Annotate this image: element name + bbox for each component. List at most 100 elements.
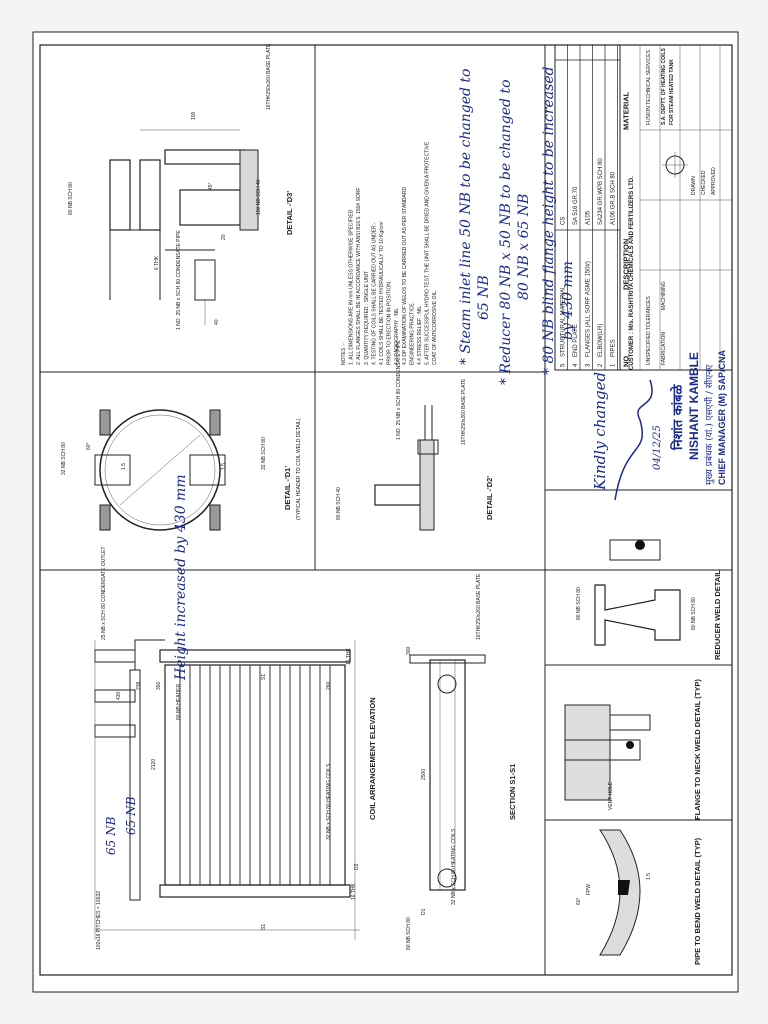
material-header-mat: MATERIAL [622,91,631,130]
d3-dim-100: 100 [191,111,197,120]
flange-vent-hole: VENT HOLE [608,781,614,810]
section-base-plate: 16THK250x260 BASE PLATE [476,573,482,640]
material-header-desc: DESCRIPTION [622,239,631,290]
d3-condensate-pipe: 1 NO. 25 NB x SCH 80 CONDENSATE PIPE [176,230,182,330]
title-client-2: FOR STEAM HEATED TANK [669,59,675,125]
elevation-title: COIL ARRANGEMENT ELEVATION [368,697,377,820]
pipe-bend-title: PIPE TO BEND WELD DETAIL (TYP) [693,837,702,965]
elev-s1-bottom: S1 [261,924,267,930]
note-line: 4.2 RADIOGRAPHY : NIL [394,308,400,365]
signature-mark [614,379,653,501]
material-row-mat: SA 516 GR.70 [573,186,579,225]
elev-16thk-bottom: 16 THK [351,882,357,900]
material-row-no: 2 [598,363,604,367]
material-row-desc: FLANGES (ALL SORF ASME 150#) [586,261,592,357]
section-header-label: 80 NB SCH 80 [406,917,412,950]
d3-dim-40: 40 [214,319,220,325]
detail-d2: 80 NB SCH 40 16THK250x260 BASE PLATE 1 N… [336,340,494,531]
title-company: FUSION TECHNICAL SERVICES [646,49,652,125]
note-line: 2. ALL FLANGES SHALL BE IN ACCORDANCE WI… [356,188,362,365]
hw-65nb-b: 65 NB [124,796,138,835]
bend-dim-15: 1.5 [646,873,652,880]
title-approved: APPROVED [711,167,717,195]
hw-note-1b: 65 NB [476,275,492,320]
title-checked: CHECKED [701,170,707,195]
material-row-no: 4 [573,363,579,367]
elev-dim-350: 350 [156,681,162,690]
hw-note-1: * Steam inlet line 50 NB to be changed t… [458,69,474,365]
d3-title: DETAIL -'D3' [285,191,294,235]
stamp-title-hindi: मुख्य प्रबंधक (यां.) एसएपी / सीएनए [703,364,715,485]
d1-dim-15a: 1.5 [121,463,127,470]
elev-dim-pitches: 102x16 PITCHES = 16632 [96,891,102,950]
note-line: ENGINEERING PRACTICE. [409,302,415,365]
material-row-desc: PIPES [611,339,617,357]
title-unspecified: UNSPECIFIED TOLERANCES [646,296,652,365]
elev-dim-238: 238 [136,681,142,690]
pipe-bend-detail: 60° FPW 1.5 PIPE TO BEND WELD DETAIL (TY… [576,829,702,965]
reducer-50nb: 80 NB SCH 80 [576,587,582,620]
d2-condensate: 1 NO. 25 NB x SCH 80 CONDENSATE PIPE [396,340,402,440]
reducer-title: REDUCER WELD DETAIL [713,570,722,660]
d1-angle-60: 60° [86,442,92,450]
hw-note-2: * Reducer 80 NB x 50 NB to be changed to [498,79,514,385]
notes-block: NOTES :-1. ALL DIMENSIONS ARE IN mm UNLE… [341,141,438,365]
officer-stamp: निशांत कांबळे NISHANT KAMBLE मुख्य प्रबं… [670,350,727,485]
hw-kindly: Kindly changed [591,372,609,491]
hw-note-3: * 80 NB blind flange height to be increa… [541,66,557,375]
material-header-no: NO [622,356,631,367]
d2-80nb: 80 NB SCH 40 [336,487,342,520]
elev-dim-260: 260 [326,681,332,690]
hw-date: 04/12/25 [652,425,663,470]
d3-80nb-label: 80 NB SCH 80 [68,182,74,215]
material-row-no: 1 [611,363,617,367]
material-row-desc: ELBOW(LR) [598,324,604,357]
flange-neck-detail: VENT HOLE FLANGE TO NECK WELD DETAIL (TY… [564,679,702,820]
reducer-80nb: 80 NB SCH 80 [691,597,697,630]
section-dim-300: 300 [406,646,412,655]
detail-d1: 32 NB SCH 80 32 NB SCH 80 1.5 1.5 60° DE… [61,409,302,531]
note-line: 4.4 STRESS RELIEF : NIL [417,306,423,365]
elev-dim-430: 430 [116,691,122,700]
title-drawn: DRAWN [691,176,697,195]
hw-height-note: Height increased by 430 mm [173,474,189,681]
heating-coil-tubes [179,665,331,885]
d3-150nb-label: 150 NB SCH 40 [256,179,262,215]
d1-32nb-right: 32 NB SCH 80 [261,437,267,470]
material-row-no: 3 [586,363,592,367]
section-d1-mark: D1 [421,908,427,915]
flange-neck-title: FLANGE TO NECK WELD DETAIL (TYP) [693,679,702,820]
note-line: 5. AFTER SUCCESSFUL HYDRO TEST, THE UNIT… [425,141,431,365]
title-client-1: S.A. DEPTT. OF HEATING COILS [661,47,667,125]
elev-16thk-top: 16 THK [346,647,352,665]
hw-note-2b: 80 NB x 65 NB [516,194,532,300]
d2-title: DETAIL -'D2' [485,476,494,520]
note-line: PRIOR TO ERECTION IN POSITION. [387,281,393,365]
note-line: 1. ALL DIMENSIONS ARE IN mm UNLESS OTHER… [349,209,355,365]
d3-angle-45: 45° [208,182,214,190]
note-line: 4. TESTING OF COILS SHALL BE CARRIED OUT… [371,222,377,365]
material-row-mat: A105 [586,210,592,225]
material-row-mat: SA234 GR.WPB SCH 80 [598,158,604,225]
section-title: SECTION S1-S1 [508,764,517,820]
elev-condensate-outlet: 25 NB x SCH 80 CONDENSATE OUTLET [101,546,107,640]
detail-d3: 80 NB SCH 80 150 NB SCH 40 16THK250x260 … [68,43,294,330]
section-s1: 2500 300 80 NB SCH 80 16THK250x260 BASE … [406,573,517,950]
d1-subtitle: (TYPICAL HEADER TO COIL WELD DETAIL) [296,418,302,520]
elev-header-label: 80 NB HEADER [176,683,182,720]
stamp-title-en: CHIEF MANAGER (M) SAP/CNA [717,350,727,485]
material-row-desc: END PLATE [573,324,579,357]
hw-65nb-a: 65 NB [104,816,118,855]
elev-d2-mark: D2 [354,863,360,870]
d3-6thk: 6 THK [154,255,160,270]
note-line: 4.1 COILS SHALL BE TESTED HYDRAULICALLY … [379,221,385,365]
title-block: CUSTOMER : M/s. RASHTRIYA CHEMICALS AND … [619,44,733,371]
note-line: 4.3 DP EXAMINATION OF WELDS TO BE CARRIE… [402,187,408,365]
bend-fpw: FPW [586,884,592,895]
stamp-name-en: NISHANT KAMBLE [687,352,701,460]
stamp-name-hindi: निशांत कांबळे [670,384,686,451]
d1-32nb: 32 NB SCH 80 [61,442,67,475]
material-row-mat: CS [561,217,567,225]
d3-dim-20: 20 [221,234,227,240]
